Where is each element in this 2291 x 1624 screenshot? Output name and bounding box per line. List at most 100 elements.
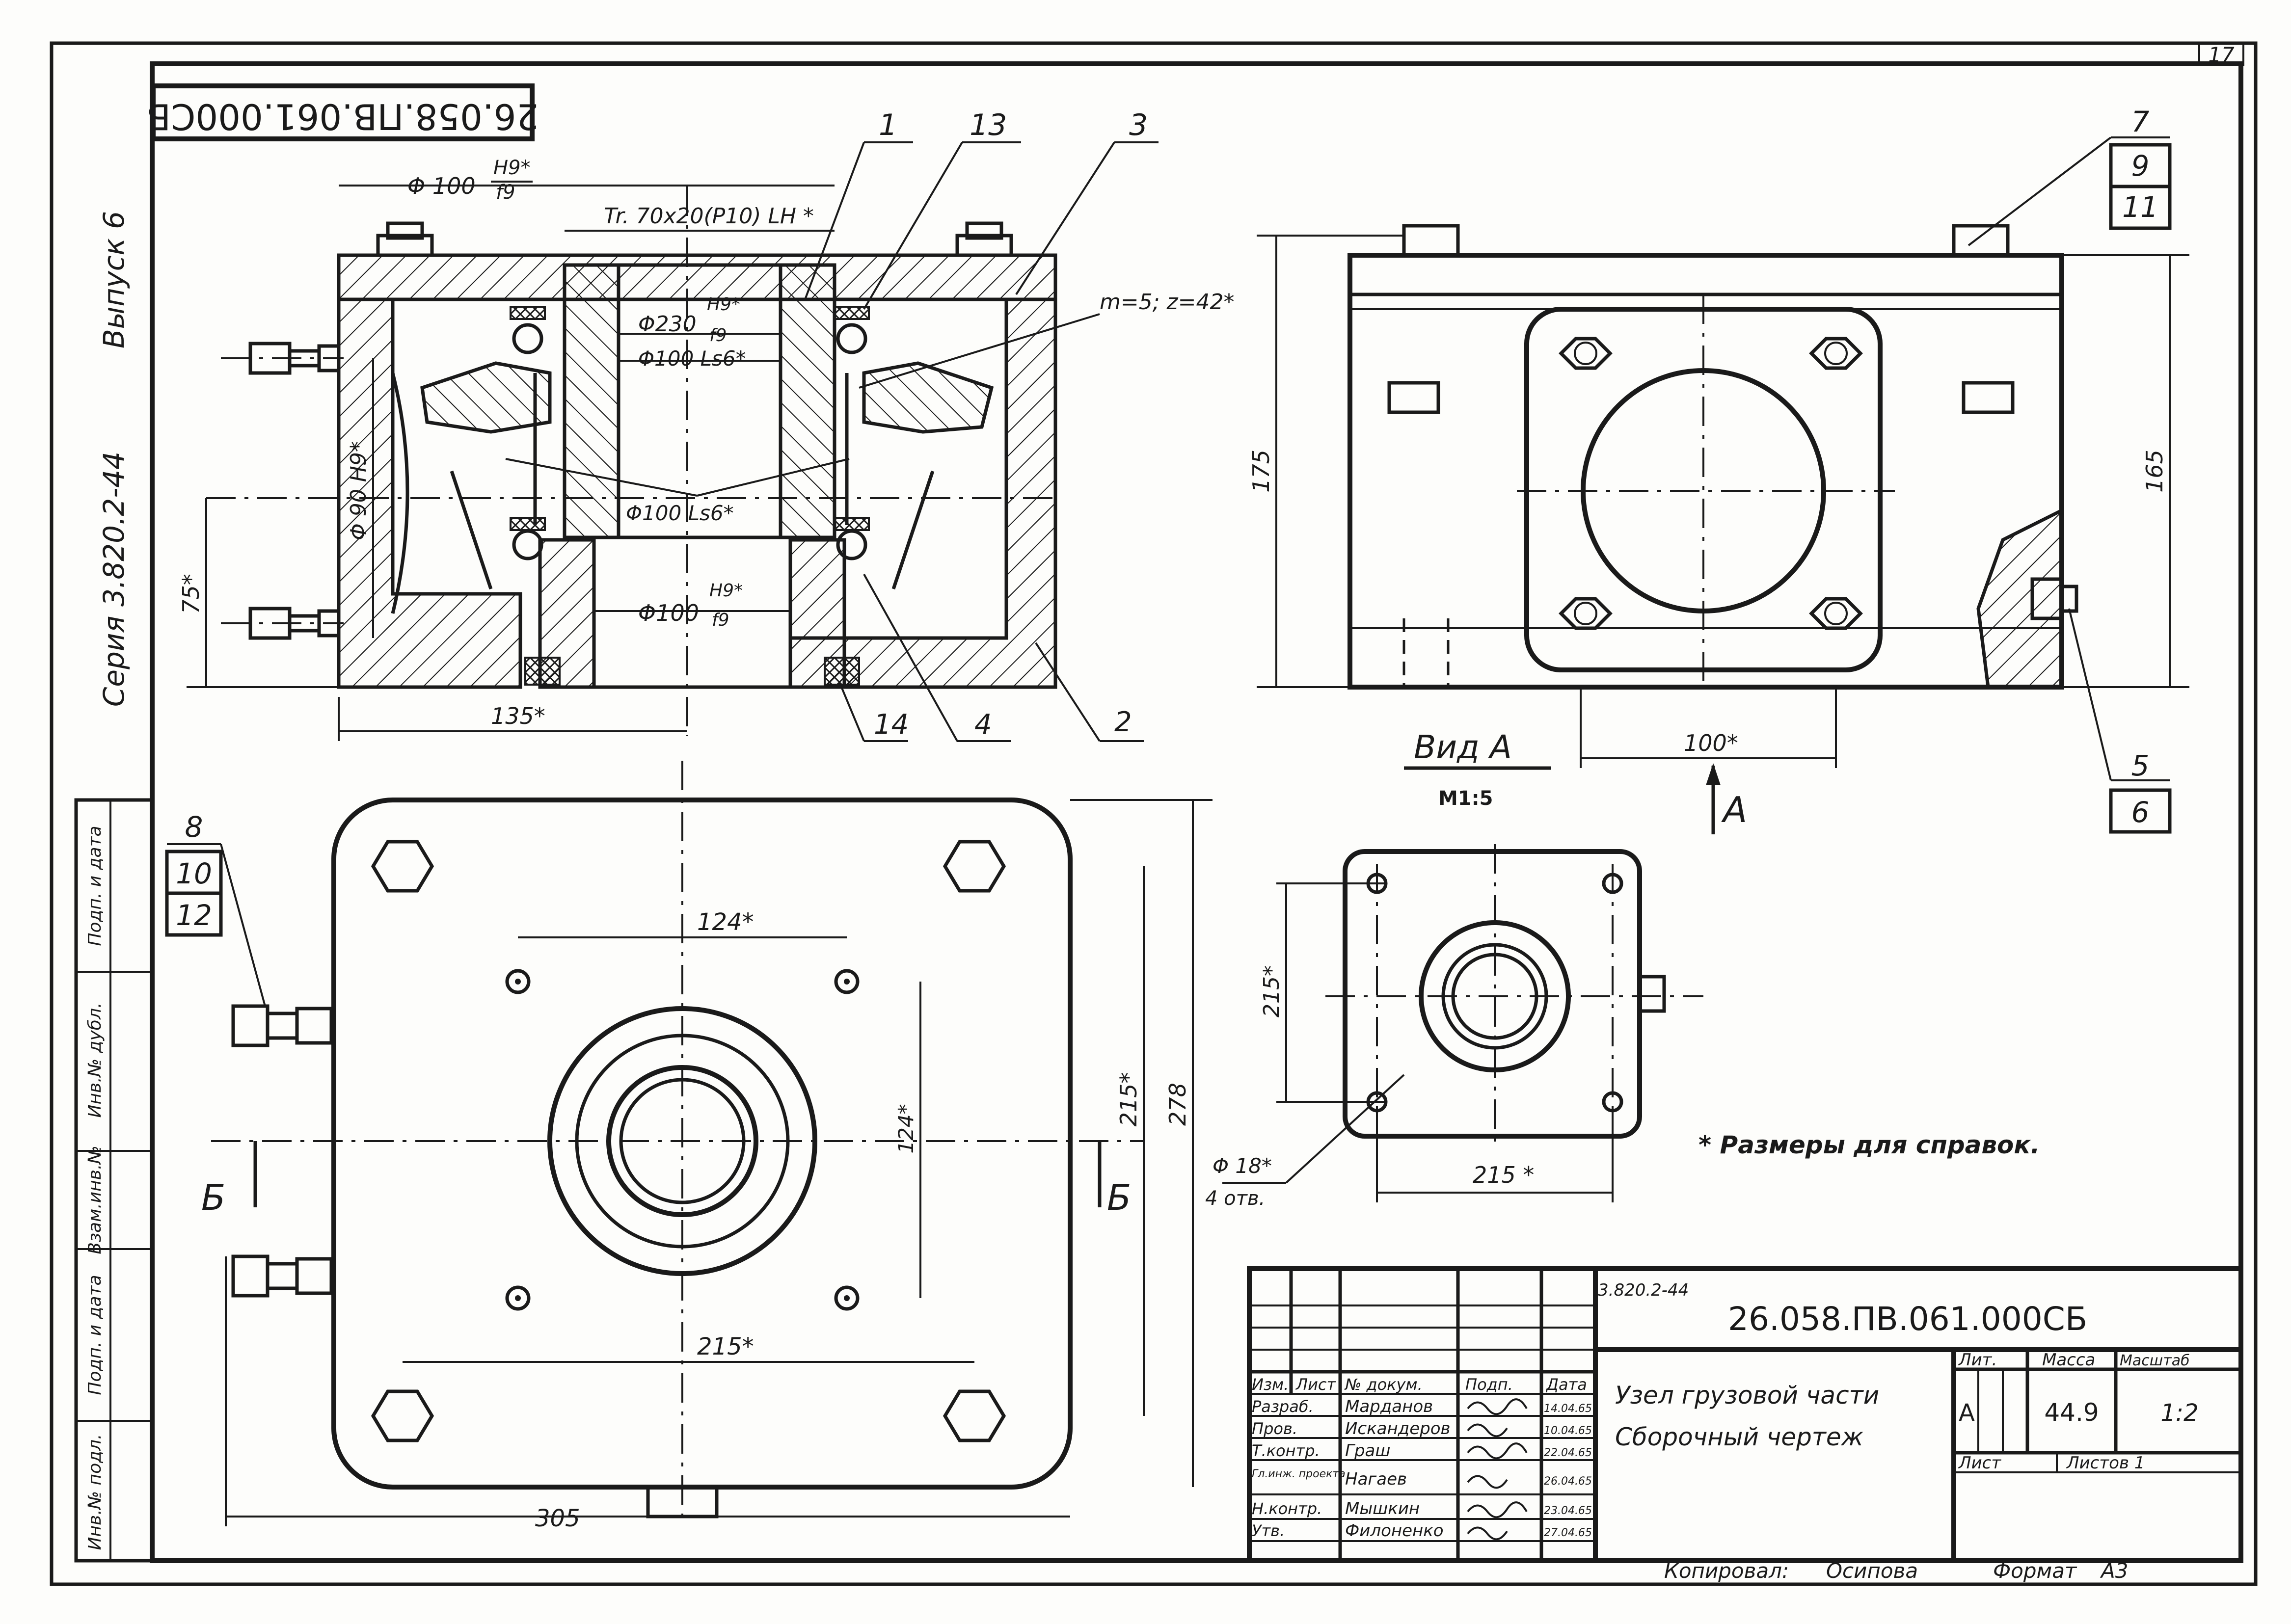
- tb-role-5: Утв.: [1252, 1521, 1285, 1540]
- dim-d100-bot-den: f9: [712, 610, 729, 630]
- dim-d230-num: H9*: [707, 294, 740, 315]
- dim-h124: 124*: [894, 1104, 918, 1153]
- tb-mass-value: 44.9: [2044, 1398, 2099, 1427]
- footer-copied-label: Копировал:: [1664, 1559, 1789, 1583]
- tb-scale-value: 1:2: [2160, 1399, 2198, 1427]
- dim-h75: 75*: [178, 574, 204, 614]
- tb-role-2: Т.контр.: [1252, 1441, 1320, 1460]
- stamp-replace-inv: Взам.инв.№: [85, 1145, 105, 1254]
- plan-view: Б Б 124* 124* 215* 278 215* 305 8 10 12: [165, 761, 1213, 1532]
- callout-1: 1: [879, 108, 897, 142]
- callout-13: 13: [970, 108, 1007, 142]
- stamp-sign-date-2: Подп. и дата: [85, 825, 105, 946]
- callout-5: 5: [2131, 749, 2150, 782]
- tb-drawing-code: 26.058.ПВ.061.000СБ: [1728, 1300, 2087, 1338]
- dim-d100-bot-num: H9*: [709, 581, 743, 601]
- issue-vertical-label: Выпуск 6: [97, 211, 131, 348]
- dim-w124: 124*: [697, 908, 754, 936]
- view-a-holes-dim: Φ 18*: [1213, 1154, 1272, 1178]
- dim-d230-den: f9: [709, 325, 727, 346]
- stamp-inv-dup: Инв.№ дубл.: [85, 1003, 105, 1118]
- tb-date-0: 14.04.65: [1544, 1403, 1592, 1415]
- tb-lit-label: Лит.: [1958, 1350, 1997, 1370]
- callout-3: 3: [1129, 108, 1148, 142]
- stamp-sign-date-1: Подп. и дата: [85, 1275, 105, 1395]
- front-view: 175 165 100* 7 9 11 5 6: [1248, 105, 2189, 834]
- view-a-scale: M1:5: [1438, 787, 1493, 810]
- tb-sheets-label: Листов 1: [2066, 1453, 2145, 1473]
- callout-4: 4: [974, 709, 992, 741]
- callout-14: 14: [874, 709, 909, 741]
- tb-date-5: 27.04.65: [1544, 1527, 1592, 1539]
- tb-header-sign: Подп.: [1465, 1375, 1513, 1394]
- dim-d100-top-label: Φ 100: [407, 173, 476, 199]
- title-block: Изм. Лист № докум. Подп. Дата Разраб. Ма…: [1247, 1266, 2243, 1563]
- tb-date-2: 22.04.65: [1544, 1447, 1592, 1459]
- tb-sheet-label: Лист: [1958, 1453, 2001, 1473]
- tb-lit-value: А: [1959, 1399, 1975, 1427]
- dim-h165: 165: [2141, 450, 2168, 493]
- tb-header-list: Лист: [1295, 1375, 1336, 1394]
- tb-role-1: Пров.: [1252, 1419, 1297, 1438]
- tb-date-4: 23.04.65: [1544, 1505, 1592, 1517]
- dim-module: m=5; z=42*: [1100, 290, 1234, 315]
- tb-date-1: 10.04.65: [1544, 1425, 1592, 1437]
- dim-w135: 135*: [491, 703, 545, 729]
- tb-name-line1: Узел грузовой части: [1615, 1381, 1879, 1410]
- tb-role-0: Разраб.: [1252, 1397, 1314, 1416]
- callout-11: 11: [2122, 190, 2158, 224]
- view-a-title: Вид А: [1414, 728, 1512, 766]
- dim-d100-ls6-top: Φ100 Ls6*: [638, 346, 746, 371]
- callout-12: 12: [176, 899, 212, 932]
- dim-d100-ls6-mid: Φ100 Ls6*: [626, 501, 734, 525]
- tb-date-3: 26.04.65: [1544, 1475, 1592, 1488]
- callout-6: 6: [2131, 796, 2150, 829]
- dim-w215: 215*: [697, 1333, 754, 1360]
- dim-d100-top-den: f9: [496, 181, 515, 204]
- view-a: Вид А M1:5 А 215* 215 * Φ 18* 4 отв.: [1205, 728, 1747, 1210]
- sheet-number: 17: [2208, 43, 2235, 67]
- tb-mass-label: Масса: [2042, 1350, 2095, 1370]
- view-a-arrow-label: А: [1721, 789, 1747, 830]
- stamp-inv-orig: Инв.№ подл.: [85, 1434, 105, 1550]
- callout-9: 9: [2131, 149, 2150, 183]
- dim-h175: 175: [1248, 450, 1274, 493]
- view-a-dim-h215: 215*: [1259, 965, 1284, 1017]
- callout-7: 7: [2131, 105, 2150, 138]
- mirrored-code-box: 26.058.ПВ.061.000СБ: [147, 83, 539, 141]
- callout-8: 8: [185, 810, 203, 844]
- tb-role-4: Н.контр.: [1252, 1499, 1322, 1518]
- tb-name-1: Искандеров: [1345, 1419, 1451, 1438]
- tb-name-3: Нагаев: [1345, 1469, 1407, 1489]
- tb-scale-label: Масштаб: [2120, 1352, 2190, 1369]
- section-view: Φ 100 H9* f9 Tr. 70x20(P10) LH * Φ230 H9…: [178, 108, 1234, 742]
- tb-header-izm: Изм.: [1252, 1375, 1289, 1394]
- reference-note: * Размеры для справок.: [1698, 1131, 2040, 1159]
- dim-thread: Tr. 70x20(P10) LH *: [604, 204, 814, 229]
- dim-h278: 278: [1164, 1083, 1191, 1126]
- tb-name-0: Марданов: [1345, 1397, 1433, 1416]
- dim-d100-top-num: H9*: [493, 157, 531, 179]
- tb-name-4: Мышкин: [1345, 1499, 1420, 1518]
- dim-d230-label: Φ230: [638, 312, 697, 337]
- tb-name-line2: Сборочный чертеж: [1615, 1423, 1863, 1451]
- tb-header-doc: № докум.: [1344, 1375, 1423, 1394]
- series-vertical-label: Серия 3.820.2-44: [97, 452, 131, 707]
- tb-series-small: 3.820.2-44: [1598, 1280, 1689, 1300]
- mirrored-drawing-code: 26.058.ПВ.061.000СБ: [147, 96, 539, 137]
- tb-name-2: Граш: [1345, 1441, 1390, 1461]
- callout-2: 2: [1114, 706, 1132, 738]
- section-mark-b-left: Б: [201, 1177, 225, 1218]
- footer-copied-name: Осипова: [1826, 1559, 1918, 1583]
- dim-d90: Φ 90 H9*: [346, 441, 371, 540]
- side-stamp: Инв.№ подл. Подп. и дата Взам.инв.№ Инв.…: [74, 798, 154, 1563]
- section-mark-b-right: Б: [1107, 1177, 1131, 1218]
- dim-h215: 215*: [1115, 1072, 1142, 1127]
- footer-format-label: Формат: [1993, 1559, 2077, 1583]
- dim-w100: 100*: [1684, 730, 1738, 756]
- tb-header-date: Дата: [1545, 1375, 1587, 1394]
- tb-role-3: Гл.инж. проекта: [1252, 1468, 1346, 1480]
- dim-w305: 305: [535, 1505, 580, 1532]
- footer-format-value: А3: [2100, 1559, 2128, 1583]
